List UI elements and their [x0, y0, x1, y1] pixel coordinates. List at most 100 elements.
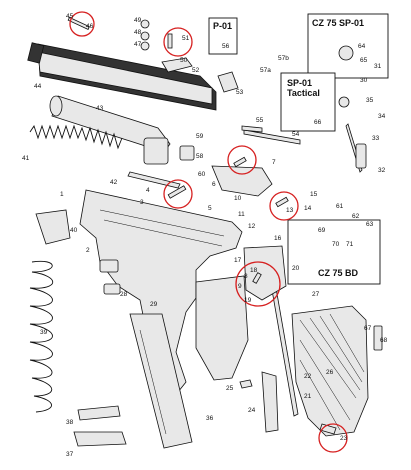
label-38: 38 — [66, 419, 74, 426]
label-39: 39 — [40, 329, 48, 336]
slide-stop — [35, 209, 71, 245]
label-8: 8 — [244, 273, 248, 280]
slide — [27, 42, 217, 111]
label-68: 68 — [380, 337, 388, 344]
label-35: 35 — [366, 97, 374, 104]
label-30: 30 — [360, 77, 368, 84]
label-63: 63 — [366, 221, 374, 228]
label-21: 21 — [304, 393, 312, 400]
label-62: 62 — [352, 213, 360, 220]
label-5: 5 — [208, 205, 212, 212]
box-p01: P-01 — [208, 17, 238, 55]
label-18: 18 — [250, 267, 258, 274]
label-57a: 57a — [260, 67, 271, 74]
label-11: 11 — [238, 211, 245, 218]
label-69: 69 — [318, 227, 326, 234]
highlight-circles — [69, 11, 348, 453]
box-sp01-title: CZ 75 SP-01 — [312, 18, 364, 28]
frame — [79, 189, 249, 393]
highlight-circle-13 — [269, 191, 299, 221]
label-14: 14 — [304, 205, 312, 212]
label-47: 47 — [134, 41, 142, 48]
label-26: 26 — [326, 369, 334, 376]
label-32: 32 — [378, 167, 386, 174]
magazine — [129, 313, 193, 449]
label-54: 54 — [292, 131, 300, 138]
label-44: 44 — [34, 83, 42, 90]
box-tactical-subtitle: Tactical — [287, 88, 320, 98]
label-25: 25 — [226, 385, 234, 392]
firing-pin — [243, 129, 301, 145]
label-67: 67 — [364, 325, 372, 332]
label-53: 53 — [236, 89, 244, 96]
label-36: 36 — [206, 415, 214, 422]
label-65: 65 — [360, 57, 368, 64]
label-12: 12 — [248, 223, 256, 230]
label-28: 28 — [120, 291, 128, 298]
highlight-circle-18 — [235, 261, 281, 307]
label-46: 46 — [86, 23, 94, 30]
label-64: 64 — [358, 43, 366, 50]
label-59: 59 — [196, 133, 204, 140]
label-33: 33 — [372, 135, 380, 142]
magazine-spring — [29, 260, 54, 413]
label-70: 70 — [332, 241, 340, 248]
label-4: 4 — [146, 187, 150, 194]
label-49: 49 — [134, 17, 142, 24]
label-31: 31 — [374, 63, 382, 70]
magazine-floorplate — [73, 431, 127, 447]
label-34: 34 — [378, 113, 386, 120]
label-27: 27 — [312, 291, 320, 298]
label-48: 48 — [134, 29, 142, 36]
label-45: 45 — [66, 13, 74, 20]
label-52: 52 — [192, 67, 200, 74]
sear-assembly — [211, 165, 273, 197]
box-bd: CZ 75 BD — [287, 219, 381, 285]
highlight-circle-51 — [163, 27, 193, 57]
barrel — [49, 95, 171, 165]
label-66: 66 — [314, 119, 322, 126]
grip-panel — [291, 305, 369, 437]
hammer-strut — [261, 371, 279, 433]
label-29: 29 — [150, 301, 158, 308]
small-parts — [67, 16, 383, 435]
label-60: 60 — [198, 171, 206, 178]
label-61: 61 — [336, 203, 344, 210]
label-7: 7 — [272, 159, 276, 166]
label-57b: 57b — [278, 55, 289, 62]
label-40: 40 — [70, 227, 78, 234]
highlight-circle-23 — [318, 423, 348, 453]
label-6: 6 — [212, 181, 216, 188]
highlight-circle-46 — [69, 11, 95, 37]
box-p01-title: P-01 — [213, 21, 232, 31]
label-15: 15 — [310, 191, 318, 198]
label-9: 9 — [238, 283, 242, 290]
label-17: 17 — [234, 257, 242, 264]
label-19: 19 — [244, 297, 252, 304]
label-56: 56 — [222, 43, 230, 50]
box-tactical: SP-01 Tactical — [280, 72, 336, 132]
label-55: 55 — [256, 117, 264, 124]
part-labels: 45 46 49 48 47 51 50 52 56 57b 57a 64 65… — [22, 13, 388, 458]
label-13: 13 — [286, 207, 294, 214]
label-3: 3 — [140, 199, 144, 206]
label-42: 42 — [110, 179, 118, 186]
label-51: 51 — [182, 35, 190, 42]
highlight-circle-7 — [227, 145, 257, 175]
highlight-circle-4 — [163, 179, 193, 209]
label-20: 20 — [292, 265, 300, 272]
recoil-spring — [29, 124, 123, 150]
label-50: 50 — [180, 57, 188, 64]
recoil-guide — [127, 171, 181, 189]
box-bd-title: CZ 75 BD — [318, 268, 359, 278]
box-tactical-title: SP-01 — [287, 78, 312, 88]
label-16: 16 — [274, 235, 282, 242]
label-41: 41 — [22, 155, 30, 162]
label-37: 37 — [66, 451, 74, 458]
label-22: 22 — [304, 373, 312, 380]
label-23: 23 — [340, 435, 348, 442]
label-58: 58 — [196, 153, 204, 160]
label-10: 10 — [234, 195, 242, 202]
